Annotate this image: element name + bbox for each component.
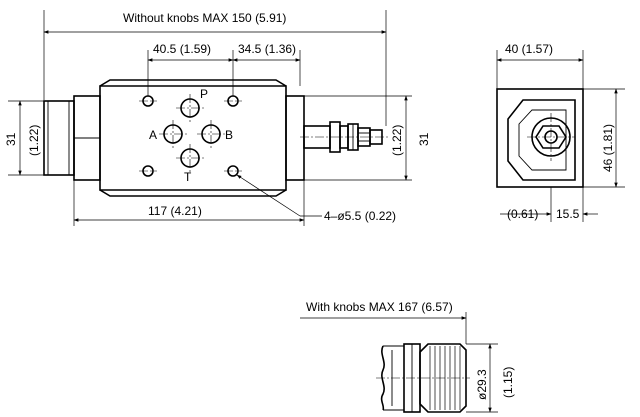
port-label-t: T <box>184 170 192 184</box>
port-p <box>176 94 204 122</box>
main-body <box>99 79 305 197</box>
dim-overall-without-knobs: Without knobs MAX 150 (5.91) <box>43 10 387 126</box>
end-view-offset-mm: 15.5 <box>556 207 580 221</box>
end-view-offset-in: (0.61) <box>507 207 538 221</box>
port-label-p: P <box>200 87 208 101</box>
dim-port-pitches: 40.5 (1.59) 34.5 (1.36) <box>147 42 301 96</box>
front-view: P A B T Without knobs MAX 150 (5.91) <box>4 10 431 226</box>
port-label-a: A <box>149 128 157 142</box>
end-view-height-label: 46 (1.81) <box>601 124 615 172</box>
dim-left-height-mm: 31 <box>4 132 18 146</box>
dim-pitch-pt-label: 34.5 (1.36) <box>238 42 296 56</box>
dim-left-height: 31 (1.22) <box>4 100 44 176</box>
port-b <box>197 120 225 148</box>
with-knobs-label: With knobs MAX 167 (6.57) <box>306 300 453 314</box>
dim-pitch-pa-label: 40.5 (1.59) <box>153 42 211 56</box>
dim-without-knobs-label: Without knobs MAX 150 (5.91) <box>123 11 286 25</box>
adjusting-screw <box>300 121 388 153</box>
leader-mounting-holes: 4–ø5.5 (0.22) <box>236 174 396 223</box>
dim-right-height: (1.22) 31 <box>304 95 431 181</box>
port-a <box>159 120 187 148</box>
port-t <box>176 144 204 172</box>
end-view-width-label: 40 (1.57) <box>505 42 553 56</box>
dim-right-height-in: (1.22) <box>390 125 404 156</box>
port-label-b: B <box>225 128 233 142</box>
dim-body-length: 117 (4.21) <box>73 180 305 226</box>
dim-left-height-in: (1.22) <box>27 125 41 156</box>
knob-diameter-mm: ø29.3 <box>475 369 489 400</box>
dim-right-height-mm: 31 <box>417 132 431 146</box>
mounting-holes-label: 4–ø5.5 (0.22) <box>324 209 396 223</box>
end-view: 40 (1.57) 46 (1.81) (0.61) 15.5 <box>496 42 625 222</box>
knob-view: With knobs MAX 167 (6.57) ø29.3 (1.15) <box>300 300 515 413</box>
dim-body-length-label: 117 (4.21) <box>148 204 202 218</box>
knob-diameter-in: (1.15) <box>501 367 515 398</box>
left-end-cap <box>43 95 101 181</box>
